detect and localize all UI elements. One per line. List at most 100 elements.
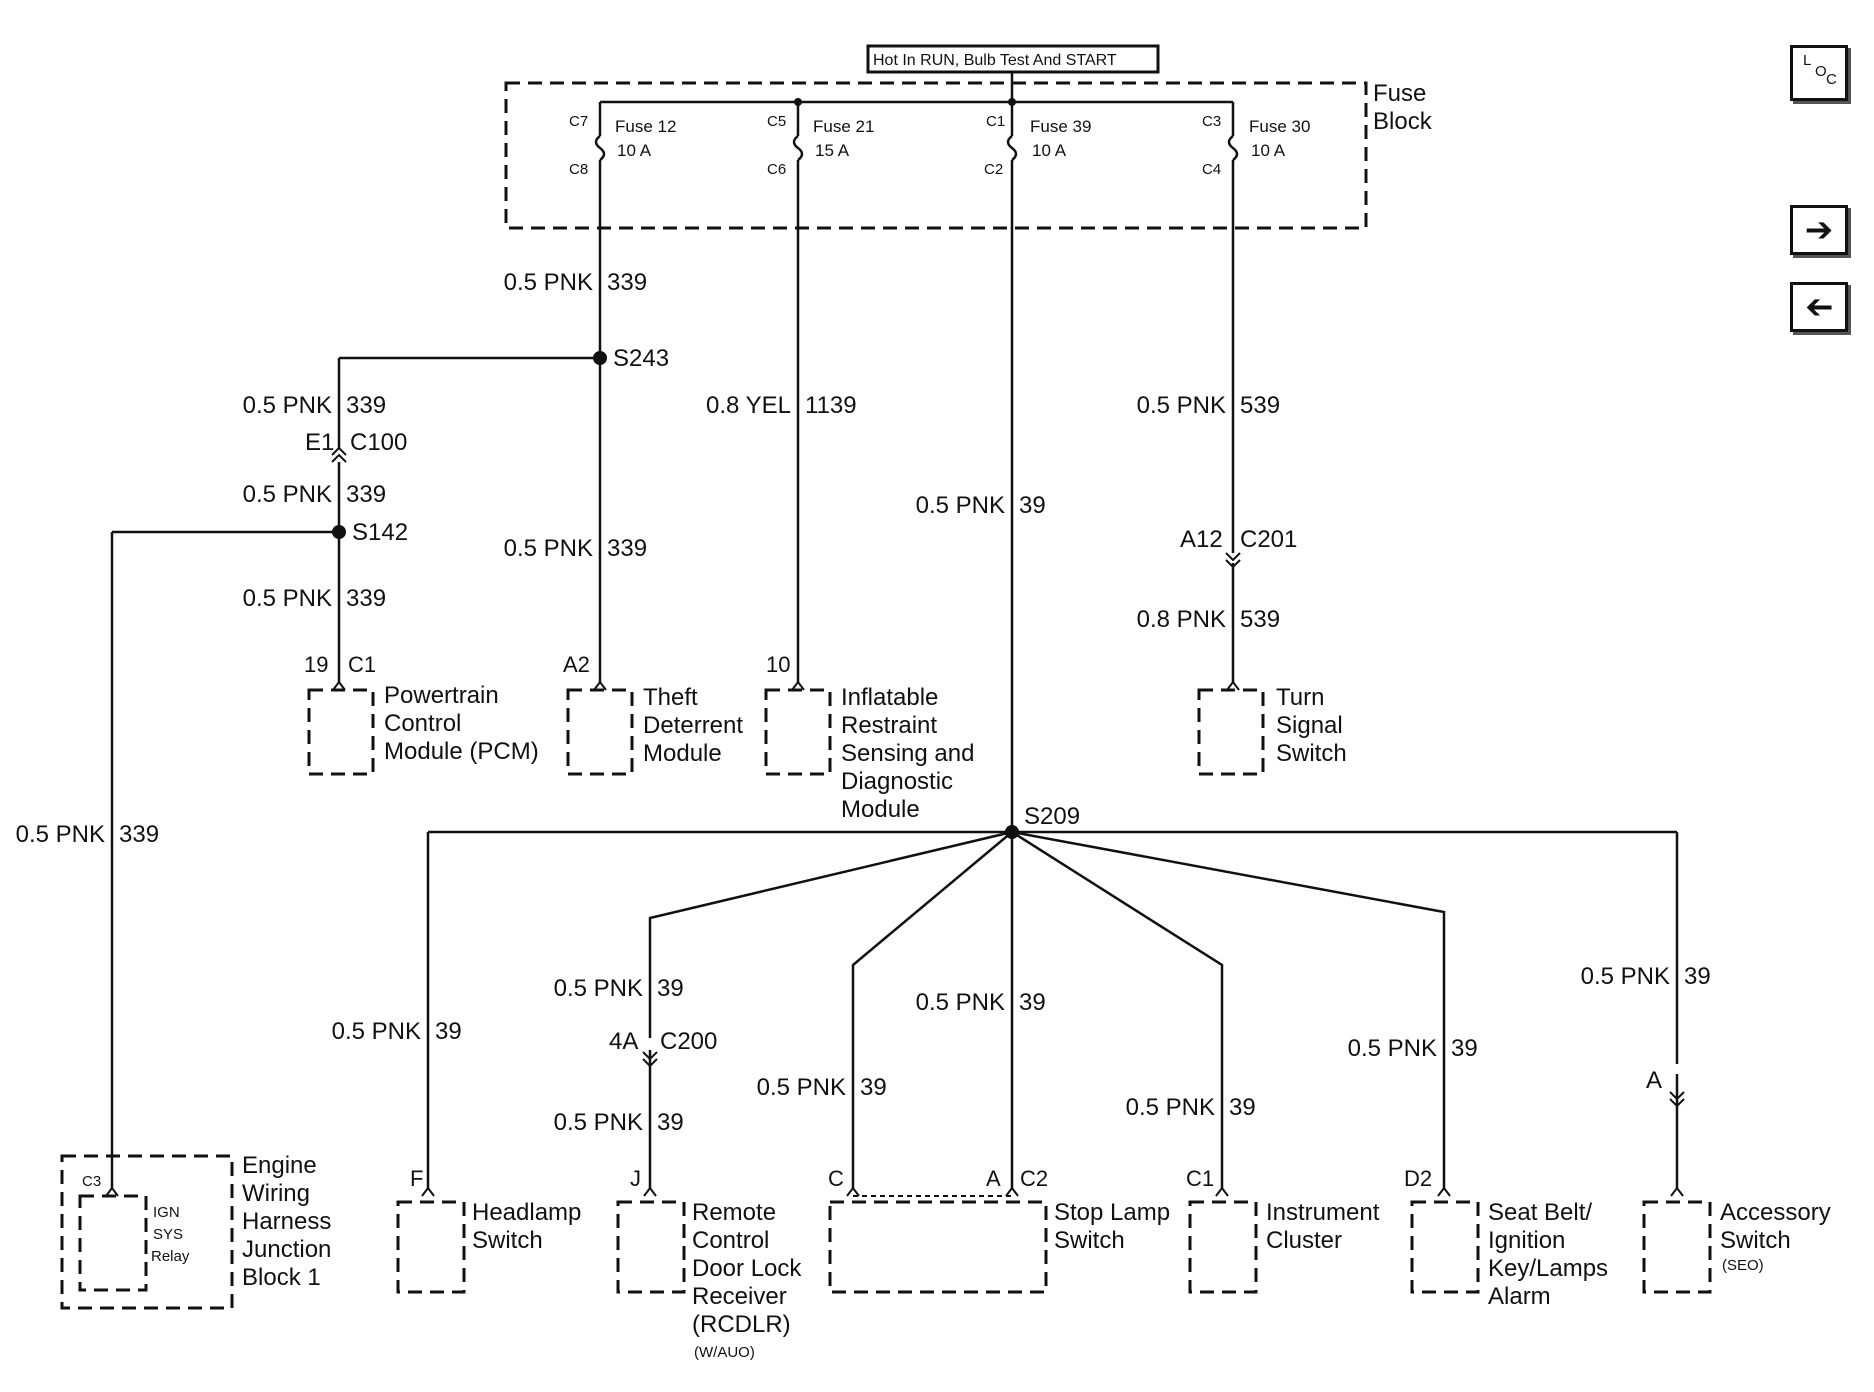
ewhjb-label-4: Junction (242, 1236, 331, 1263)
fuse-block-label-line1: Fuse (1373, 80, 1426, 107)
airbag-label-4: Diagnostic (841, 768, 953, 795)
c100-pin: E1 (305, 429, 334, 456)
seatbelt-pin: D2 (1404, 1166, 1432, 1191)
wire-labels: 0.5 PNK 339 0.5 PNK 339 0.5 PNK 339 0.5 … (16, 269, 1711, 1136)
fuse-30-top-pin: C3 (1202, 113, 1221, 130)
wire-seatbelt-gauge: 0.5 PNK (1348, 1035, 1437, 1062)
stoplamp-pin-c: C (828, 1166, 844, 1191)
pcm-label-3: Module (PCM) (384, 738, 539, 765)
splice-s243-label: S243 (613, 345, 669, 372)
acc-connector-pin: A (1646, 1067, 1662, 1094)
turn-label-1: Turn (1276, 684, 1324, 711)
accessory-label-2: Switch (1720, 1227, 1791, 1254)
ewhjb-label-2: Wiring (242, 1180, 310, 1207)
airbag-label-2: Restraint (841, 712, 937, 739)
wire-seatbelt-circuit: 39 (1451, 1035, 1478, 1062)
wire-headlamp-gauge: 0.5 PNK (332, 1018, 421, 1045)
next-page-button[interactable]: ➔ (1790, 205, 1848, 255)
stoplamp-pin-a: A (986, 1166, 1001, 1191)
stoplamp-label-2: Switch (1054, 1227, 1125, 1254)
wire-accessory-circuit: 39 (1684, 963, 1711, 990)
relay-label-2: SYS (153, 1226, 183, 1243)
wire-turn-gauge: 0.8 PNK (1137, 606, 1226, 633)
pcm-label-1: Powertrain (384, 682, 499, 709)
module-airbag: 10 Inflatable Restraint Sensing and Diag… (764, 652, 974, 823)
fuse-30-name: Fuse 30 (1249, 117, 1310, 136)
module-accessory-switch: Accessory Switch (SEO) (1642, 1186, 1831, 1294)
fuse-30-bottom-pin: C4 (1202, 161, 1221, 178)
stoplamp-connector: C2 (1020, 1166, 1048, 1191)
wire-fuse12-circuit: 339 (607, 269, 647, 296)
wire-cluster-gauge: 0.5 PNK (1126, 1094, 1215, 1121)
seatbelt-label-1: Seat Belt/ (1488, 1199, 1592, 1226)
airbag-label-3: Sensing and (841, 740, 974, 767)
headlamp-label-1: Headlamp (472, 1199, 581, 1226)
accessory-note: (SEO) (1722, 1257, 1764, 1274)
airbag-label-1: Inflatable (841, 684, 938, 711)
c201-pin: A12 (1180, 526, 1223, 553)
wire-pcm-circuit: 339 (346, 585, 386, 612)
cluster-label-1: Instrument (1266, 1199, 1380, 1226)
location-button[interactable]: L O C (1790, 45, 1848, 101)
theft-label-1: Theft (643, 684, 698, 711)
fuse-12-rating: 10 A (617, 141, 652, 160)
turn-label-2: Signal (1276, 712, 1343, 739)
previous-page-button[interactable]: ➔ (1790, 282, 1848, 332)
wire-headlamp-circuit: 39 (435, 1018, 462, 1045)
wire-e1-circuit: 339 (346, 481, 386, 508)
wire-rcdlr-top-circuit: 39 (657, 975, 684, 1002)
splice-s209-dot (1005, 825, 1019, 839)
wire-fuse30-circuit: 539 (1240, 392, 1280, 419)
fuse-12-top-pin: C7 (569, 113, 588, 130)
cluster-label-2: Cluster (1266, 1227, 1342, 1254)
theft-label-3: Module (643, 740, 722, 767)
wire-stop-left-gauge: 0.5 PNK (757, 1074, 846, 1101)
splice-s243-dot (593, 351, 607, 365)
seatbelt-label-4: Alarm (1488, 1283, 1551, 1310)
c200-name: C200 (660, 1028, 717, 1055)
wire-theft-gauge: 0.5 PNK (504, 535, 593, 562)
wire-theft-circuit: 339 (607, 535, 647, 562)
rcdlr-label-5: (RCDLR) (692, 1311, 791, 1338)
fuse-39: C1 C2 Fuse 39 10 A (984, 102, 1091, 178)
wire-stop-center-gauge: 0.5 PNK (916, 989, 1005, 1016)
fuse-39-rating: 10 A (1032, 141, 1067, 160)
rcdlr-note: (W/AUO) (694, 1344, 755, 1361)
splice-s209-label: S209 (1024, 803, 1080, 830)
ewhjb-label-1: Engine (242, 1152, 317, 1179)
rcdlr-pin: J (630, 1166, 641, 1191)
rcdlr-label-4: Receiver (692, 1283, 787, 1310)
wire-pcm-gauge: 0.5 PNK (243, 585, 332, 612)
theft-pin: A2 (563, 652, 590, 677)
wire-cluster-circuit: 39 (1229, 1094, 1256, 1121)
fuse-12-bottom-pin: C8 (569, 161, 588, 178)
airbag-label-5: Module (841, 796, 920, 823)
wire-airbag-gauge: 0.8 YEL (706, 392, 791, 419)
fuse-39-bottom-pin: C2 (984, 161, 1003, 178)
wire-fuse39-gauge: 0.5 PNK (916, 492, 1005, 519)
airbag-pin: 10 (766, 652, 790, 677)
fuse-block-label-line2: Block (1373, 108, 1433, 135)
wire-s243-left-gauge: 0.5 PNK (243, 392, 332, 419)
seatbelt-label-2: Ignition (1488, 1227, 1565, 1254)
fuse-12: C7 C8 Fuse 12 10 A (569, 102, 676, 178)
fuse-21-bottom-pin: C6 (767, 161, 786, 178)
c200-pin: 4A (609, 1028, 638, 1055)
headlamp-pin: F (410, 1166, 423, 1191)
wire-fuse12-gauge: 0.5 PNK (504, 269, 593, 296)
relay-label-1: IGN (153, 1204, 180, 1221)
splice-s142-label: S142 (352, 519, 408, 546)
arrow-left-icon: ➔ (1804, 287, 1834, 327)
cluster-pin: C1 (1186, 1166, 1214, 1191)
accessory-label-1: Accessory (1720, 1199, 1831, 1226)
fuse-30-rating: 10 A (1251, 141, 1286, 160)
wire-stop-center-circuit: 39 (1019, 989, 1046, 1016)
title-text: Hot In RUN, Bulb Test And START (873, 52, 1117, 69)
splice-s142-dot (332, 525, 346, 539)
wire-accessory-gauge: 0.5 PNK (1581, 963, 1670, 990)
loc-letter-l: L (1803, 52, 1812, 69)
wire-fuse30-gauge: 0.5 PNK (1137, 392, 1226, 419)
module-turn-signal-switch: Turn Signal Switch (1197, 680, 1347, 776)
rcdlr-label-3: Door Lock (692, 1255, 802, 1282)
